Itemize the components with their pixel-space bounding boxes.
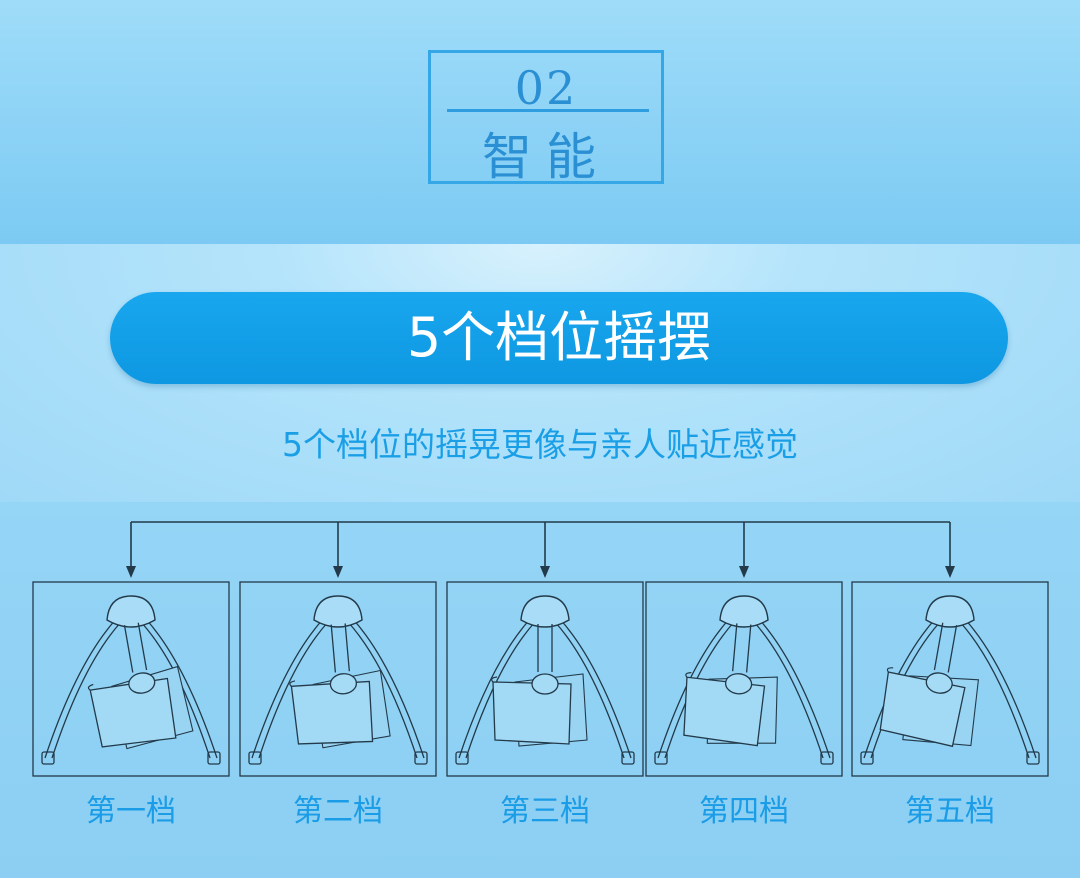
baby-swing-icon <box>248 595 428 765</box>
section-title: 智能 <box>482 128 610 186</box>
gear-label: 第四档 <box>699 794 789 829</box>
gear-panel-frame <box>446 581 644 777</box>
gear-panel-frame <box>645 581 843 777</box>
gear-panel-frame <box>32 581 230 777</box>
gear-label: 第一档 <box>86 794 176 829</box>
arrow-down-icon <box>333 522 343 578</box>
arrow-down-icon <box>739 522 749 578</box>
gear-panel <box>851 581 1049 777</box>
gear-panel <box>645 581 843 777</box>
arrow-down-icon <box>126 522 136 578</box>
header-background <box>0 0 1080 244</box>
section-badge: 02 智能 <box>428 50 664 186</box>
gear-label: 第二档 <box>293 794 383 829</box>
gear-panel <box>32 581 230 777</box>
connector-bar <box>126 521 955 578</box>
baby-swing-icon <box>654 595 834 765</box>
gear-panel <box>446 581 644 777</box>
arrow-down-icon <box>945 522 955 578</box>
gear-label: 第五档 <box>905 794 995 829</box>
badge-divider <box>447 109 649 112</box>
feature-title: 5个档位摇摆 <box>406 306 712 369</box>
feature-banner: 5个档位摇摆 <box>110 292 1008 384</box>
gear-panel-frame <box>851 581 1049 777</box>
gear-panel-frame <box>239 581 437 777</box>
arrow-down-icon <box>540 522 550 578</box>
baby-swing-icon <box>860 595 1040 765</box>
section-number: 02 <box>514 61 578 115</box>
baby-swing-icon <box>455 595 635 765</box>
feature-subtitle: 5个档位的摇晃更像与亲人贴近感觉 <box>282 425 798 464</box>
gear-panel <box>239 581 437 777</box>
gear-label: 第三档 <box>500 794 590 829</box>
baby-swing-icon <box>41 595 221 765</box>
